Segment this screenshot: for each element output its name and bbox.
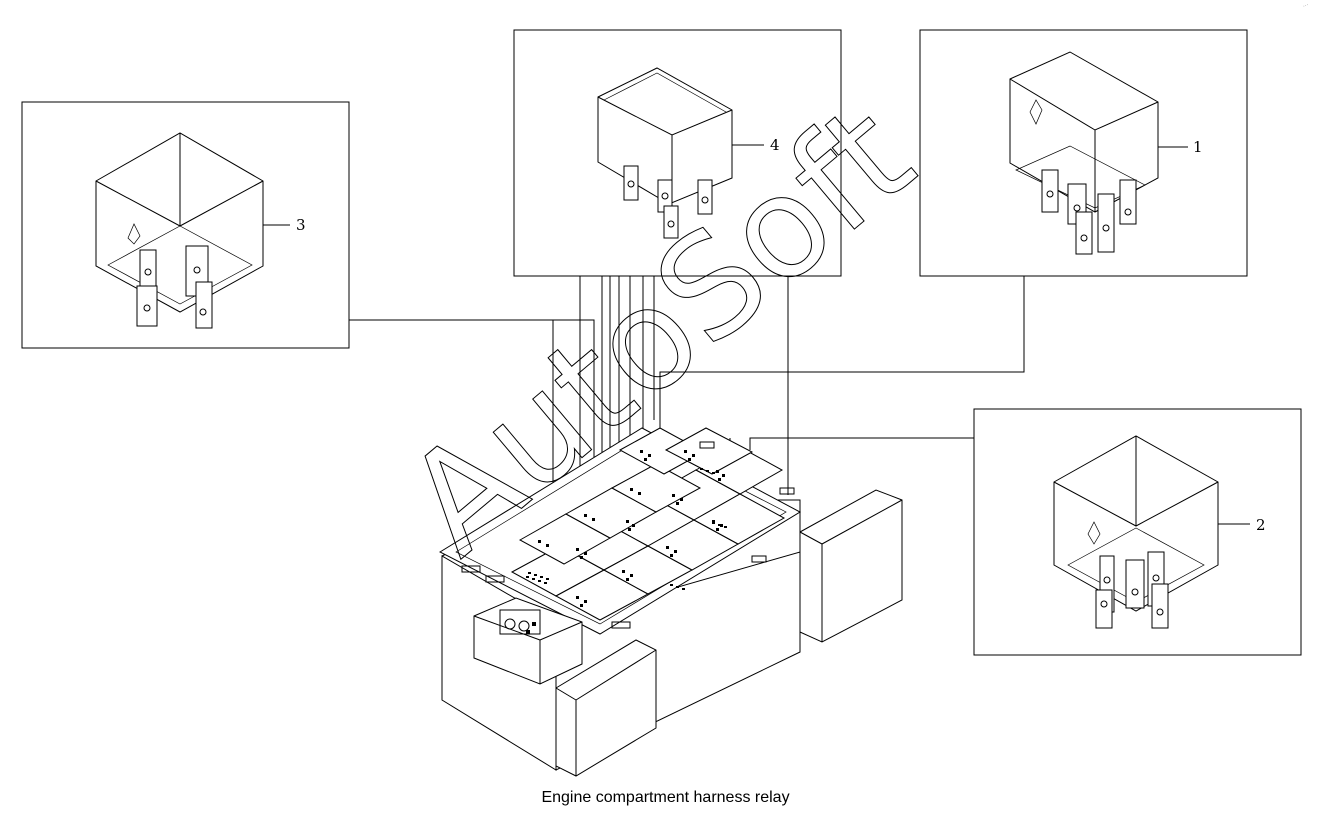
callout-number-1: 1 bbox=[1193, 138, 1203, 156]
callout-number-4: 4 bbox=[770, 136, 780, 154]
relay-3-box: 3 bbox=[21, 101, 350, 349]
relay-4-box: 4 bbox=[513, 29, 842, 277]
relay-1-box: 1 bbox=[919, 29, 1248, 277]
relay-2-box: 2 bbox=[973, 408, 1302, 656]
engine-compartment-relay-box bbox=[438, 427, 903, 777]
callout-number-2: 2 bbox=[1256, 516, 1266, 534]
figure-caption: Engine compartment harness relay bbox=[541, 789, 790, 806]
deck-components bbox=[510, 427, 786, 621]
callout-number-3: 3 bbox=[296, 216, 306, 234]
